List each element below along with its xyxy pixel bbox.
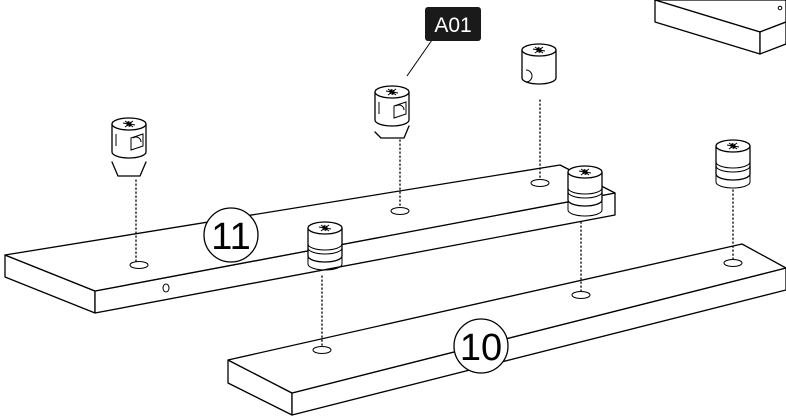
cam-lock-fitting-icon [374,86,410,139]
drill-hole [312,346,332,354]
drill-hole [129,261,149,269]
cam-lock-fitting-icon [567,166,603,217]
drill-hole [390,207,410,215]
part-number-11: 11 [211,216,250,258]
part-number-10: 10 [460,327,502,369]
hardware-tag-a01: A01 [406,7,481,77]
part-callout-11: 11 [203,207,259,263]
hardware-tag-label: A01 [434,14,471,37]
board-10 [227,243,786,416]
cam-lock-fitting-icon [307,222,343,271]
drill-hole [530,179,550,187]
cam-lock-fitting-icon [715,140,751,189]
cam-lock-fitting-icon [521,43,557,85]
panel-corner-top-right [654,0,786,55]
edge-dowel-hole [162,283,170,293]
insertion-guides [135,99,734,347]
part-callout-10: 10 [453,318,509,374]
cam-lock-fitting-icon [111,118,147,177]
